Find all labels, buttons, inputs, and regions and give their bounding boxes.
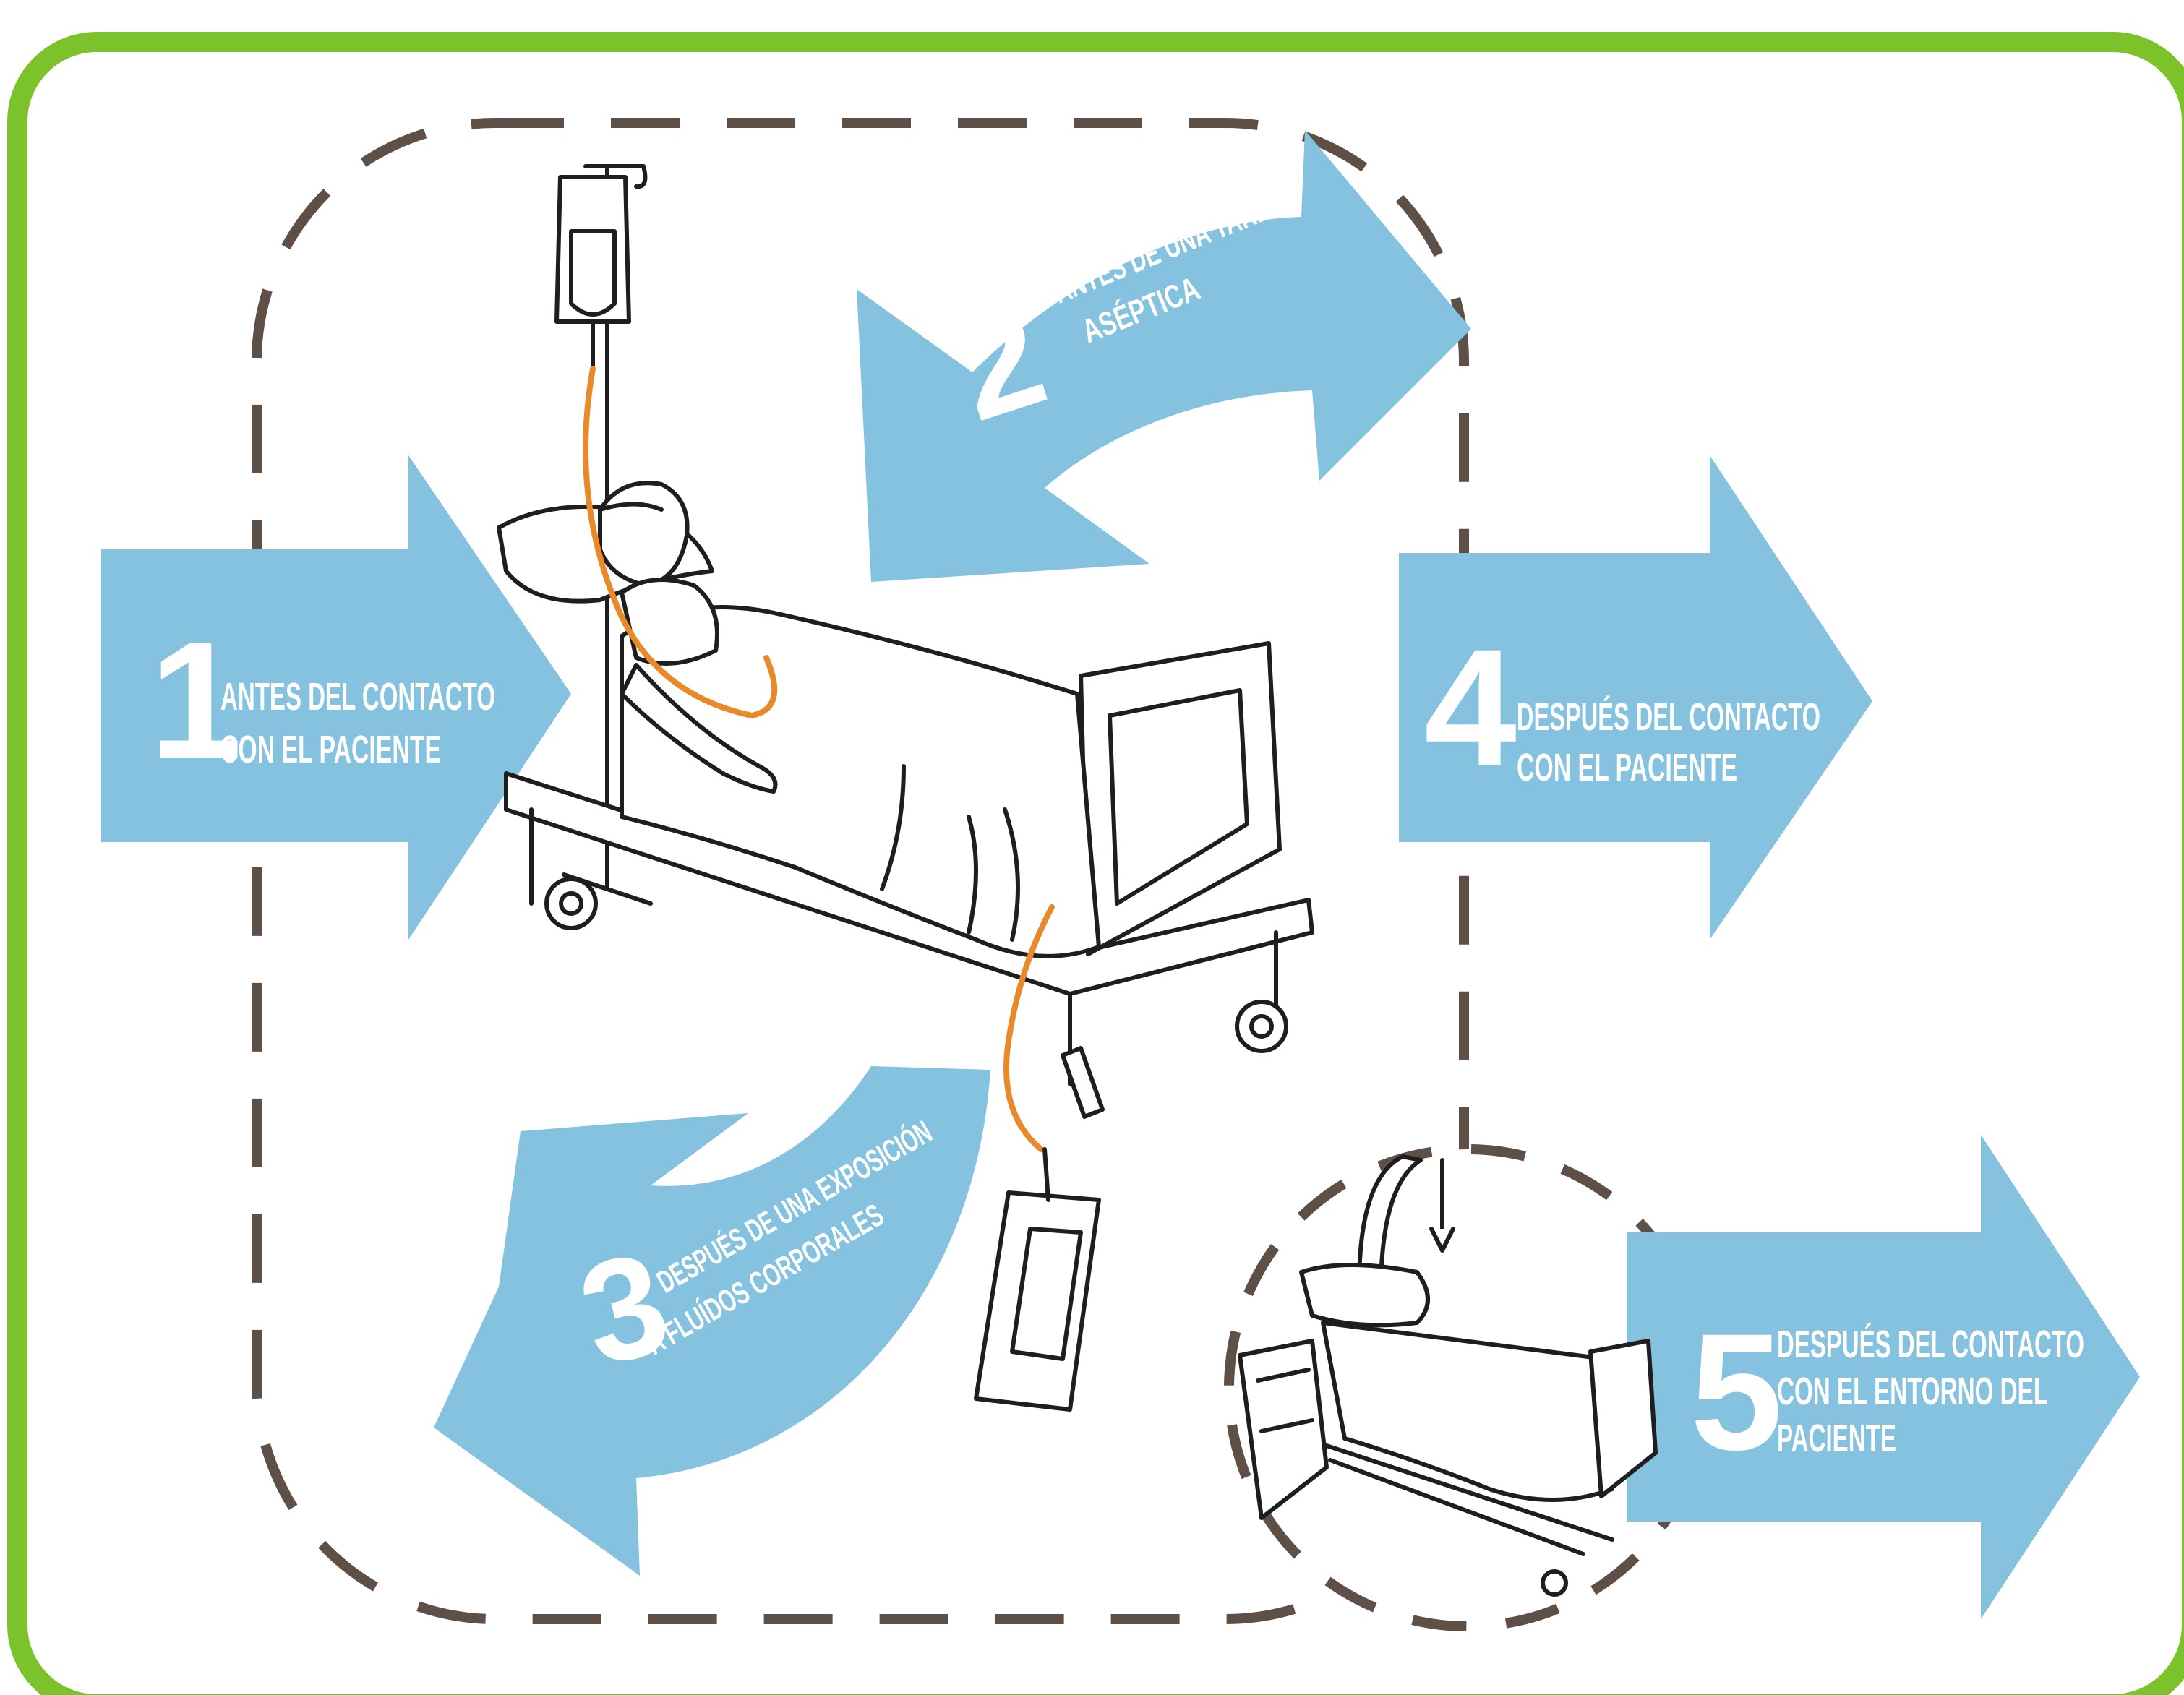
moment-5-number: 5 [1690, 1299, 1783, 1485]
moment-1-label-line1: ANTES DEL CONTACTO [220, 675, 495, 718]
moment-5-label-line2: CON EL ENTORNO DEL [1777, 1370, 2048, 1413]
moment-5-label-line3: PACIENTE [1777, 1417, 1896, 1460]
moment-4-label-line1: DESPUÉS DEL CONTACTO [1517, 695, 1820, 739]
moment-4-label-line2: CON EL PACIENTE [1517, 746, 1737, 789]
moment-5-label-line1: DESPUÉS DEL CONTACTO [1777, 1323, 2084, 1366]
moment-4-number: 4 [1424, 614, 1517, 800]
moment-1-label-line2: CON EL PACIENTE [220, 728, 441, 771]
